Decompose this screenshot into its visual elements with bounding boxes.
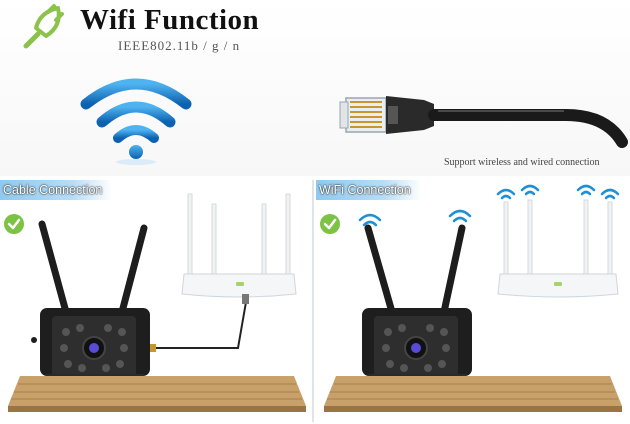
check-icon — [320, 214, 340, 234]
wifi-connection-label: WiFi Connection — [316, 180, 421, 200]
wooden-floor-image — [324, 376, 622, 412]
router-image — [496, 184, 620, 298]
wifi-icon — [80, 78, 192, 165]
wifi-connection-panel: WiFi Connection — [316, 180, 628, 422]
cable-connection-label: Cable Connection — [0, 180, 113, 200]
camera-image — [358, 209, 472, 382]
page-title: Wifi Function — [80, 4, 260, 36]
wooden-floor-image — [8, 376, 306, 412]
network-cable-line — [150, 294, 249, 352]
check-icon — [4, 214, 24, 234]
page-subtitle: IEEE802.11b / g / n — [118, 38, 241, 53]
ethernet-cable-image — [339, 96, 628, 148]
cable-connection-panel: Cable Connection — [0, 180, 314, 422]
connection-caption: Support wireless and wired connection — [444, 157, 600, 168]
router-image — [181, 193, 297, 298]
plug-leaf-icon — [23, 4, 64, 49]
camera-image — [31, 220, 150, 382]
